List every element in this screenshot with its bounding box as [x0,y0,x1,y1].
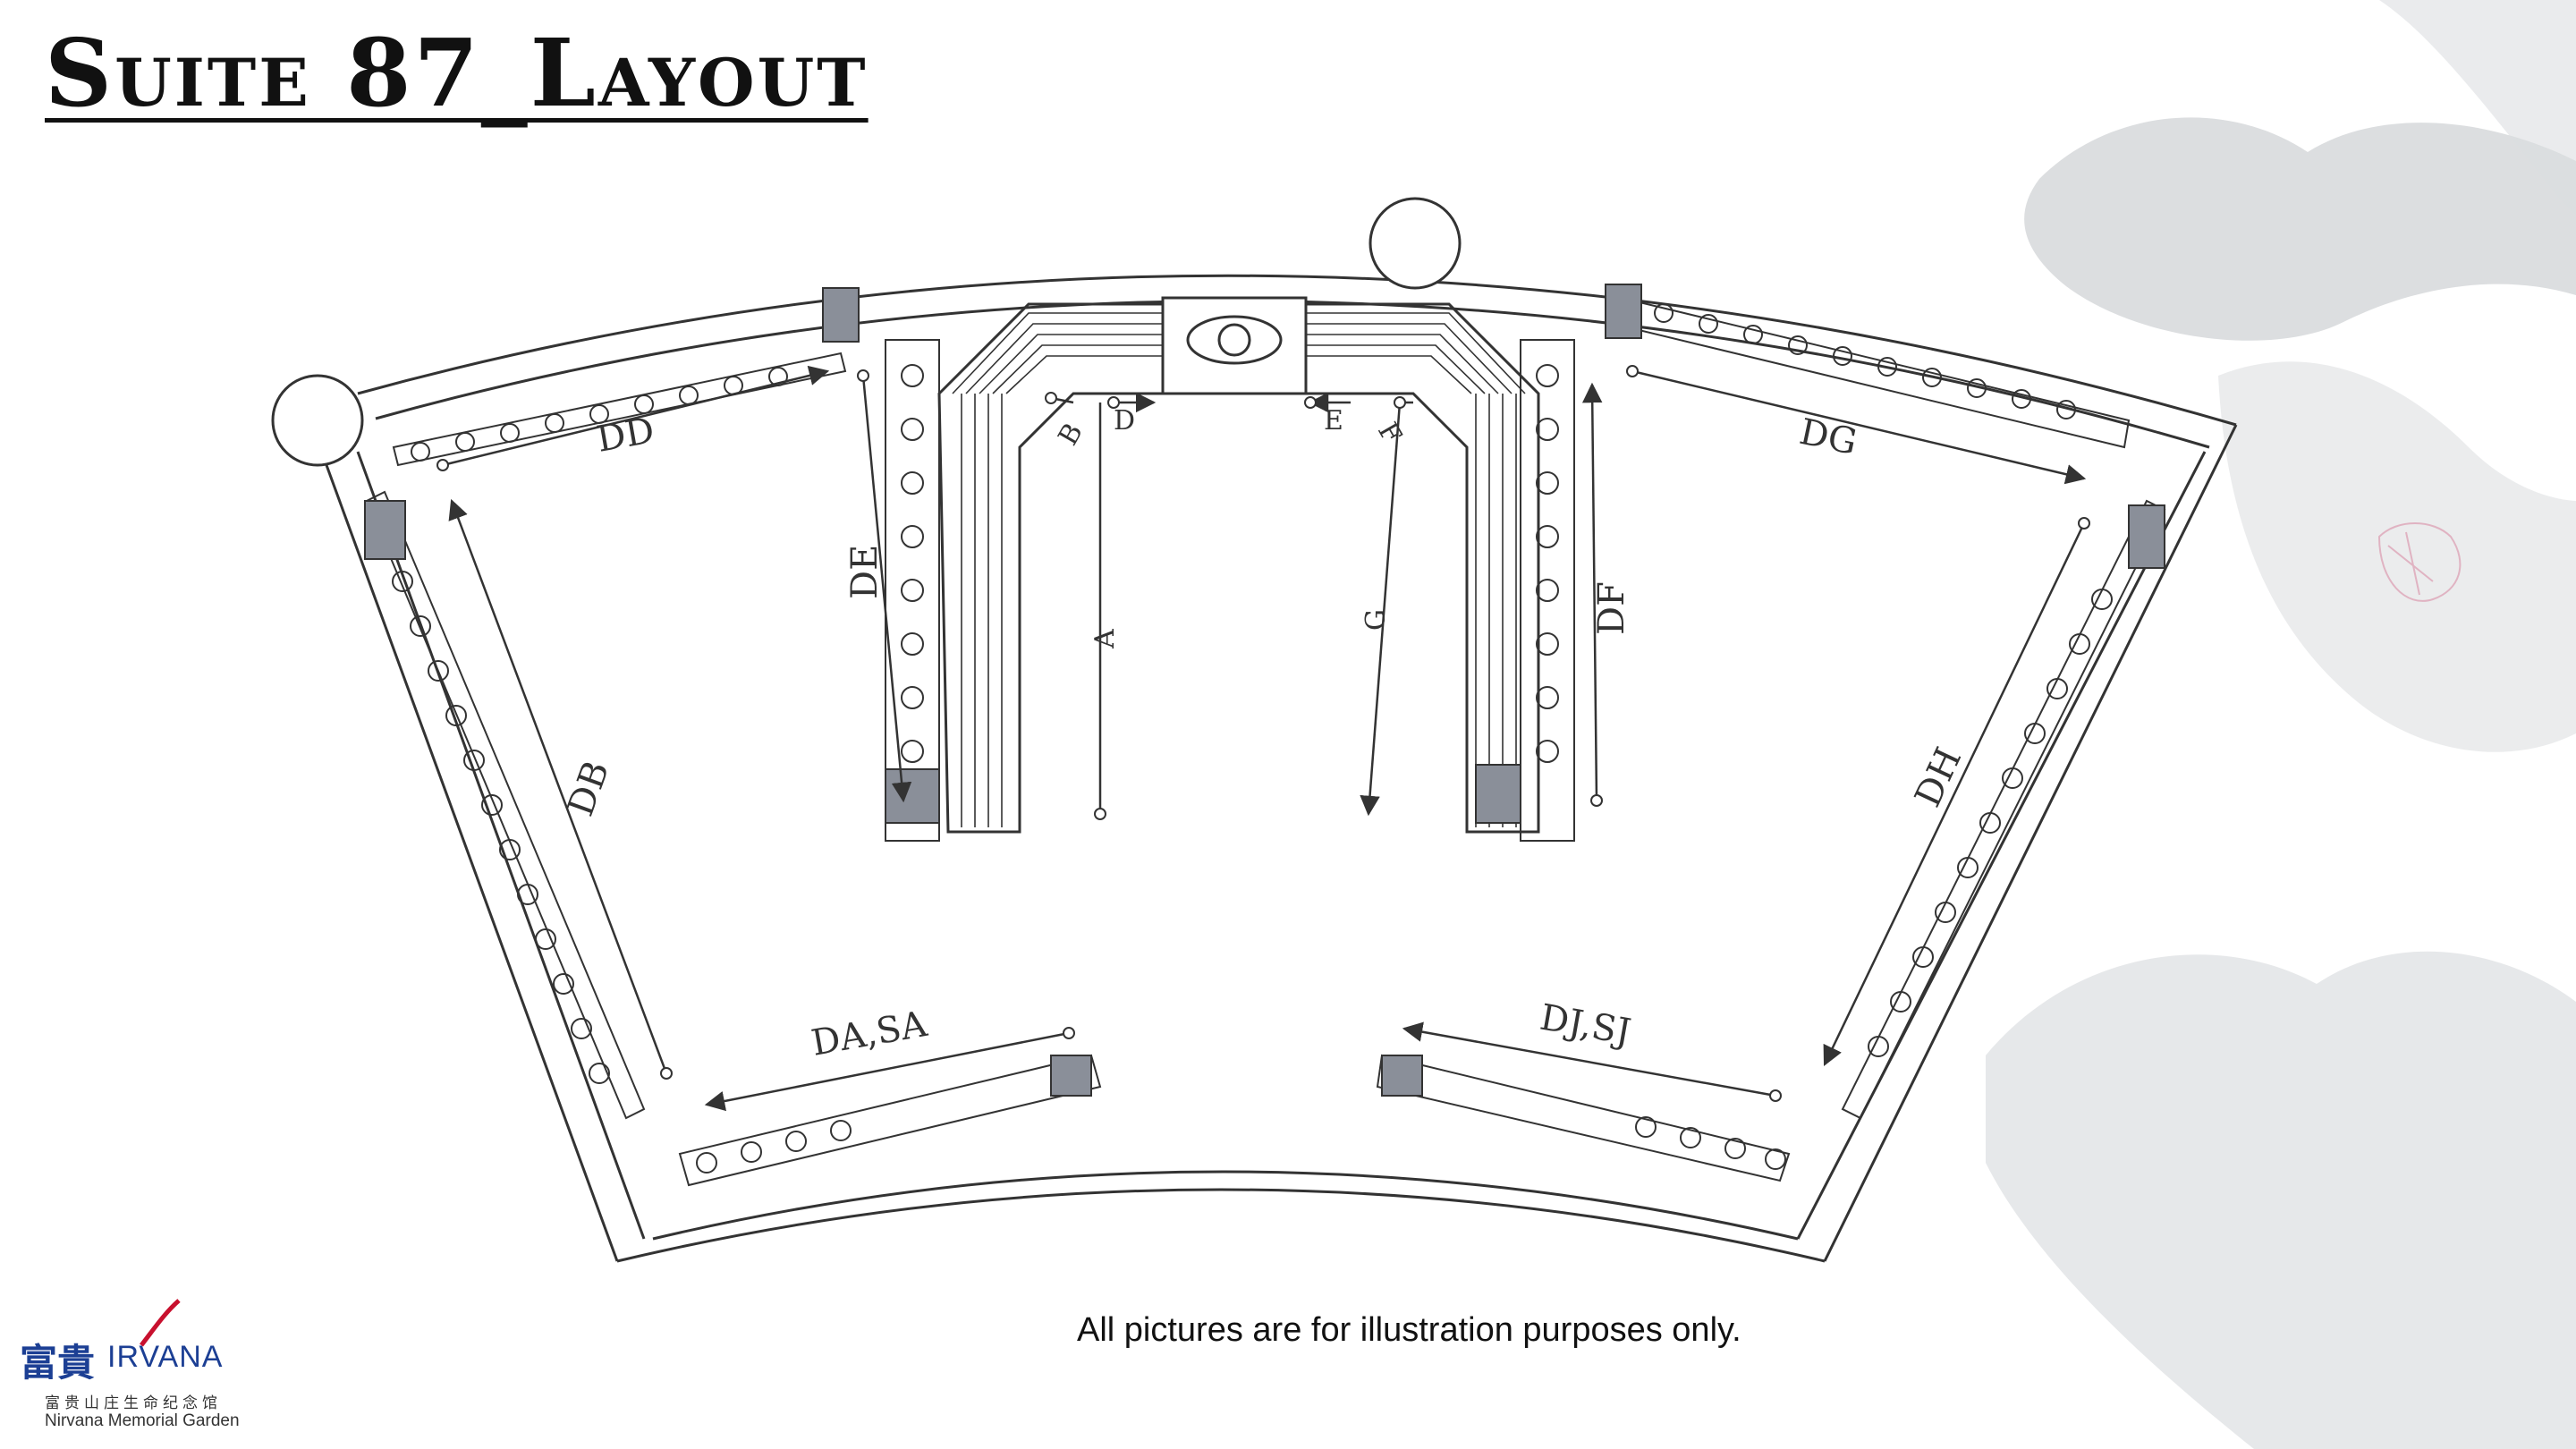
column-left [271,374,364,467]
outer-wall-right-inner [1796,451,2207,1240]
stairs-left [952,312,1163,827]
logo-chinese-name: 富貴 [20,1341,96,1385]
lotus-watermark [1986,0,2576,1449]
outer-wall-top [357,274,2237,427]
label-a: A [1089,629,1121,649]
disclaimer-text: All pictures are for illustration purpos… [1077,1311,1741,1349]
column-top [1368,197,1462,290]
direction-arrows [442,365,2087,1112]
logo-chinese-subtitle: 富贵山庄生命纪念馆 [45,1394,222,1412]
outer-wall-bottom [616,1188,1826,1263]
label-dh: DH [1907,741,1970,813]
label-f: F [1371,418,1408,450]
label-dg: DG [1796,411,1860,463]
niche-row-dh [1841,499,2166,1120]
label-dj-sj: DJ,SJ [1537,997,1633,1054]
page-title: Suite 87_Layout [45,18,869,128]
label-d: D [1114,405,1135,436]
central-feature-eye [1186,315,1283,365]
plan-labels: DD DE DB DA,SA A B D E F G DF DG DH DJ,S… [560,405,1970,1064]
label-dd: DD [594,410,657,460]
label-df: DF [1591,581,1632,635]
niche-row-dd [392,287,860,467]
inner-room-left [937,302,1165,834]
niche-row-dj-sj [1376,1054,1791,1182]
niche-row-dg [1604,284,2131,449]
logo-swoosh-icon [140,1299,181,1347]
outer-wall-left [325,464,619,1262]
label-de: DE [844,545,886,599]
inner-room-right [1304,302,1540,834]
label-g: G [1360,609,1392,631]
label-b: B [1053,418,1089,451]
outer-wall-bottom-inner [652,1170,1799,1241]
label-da-sa: DA,SA [809,1004,931,1064]
logo-english-name: IRVANA [107,1340,224,1374]
arrow-origin-dots [436,365,2090,1102]
nirvana-logo: 富貴 IRVANA 富贵山庄生命纪念馆 Nirvana Memorial Gar… [20,1297,288,1431]
stairs-right [1306,312,1526,827]
outer-wall-right [1823,424,2238,1262]
niche-row-db [364,490,646,1120]
niche-row-df [1475,339,1575,842]
central-feature [1161,296,1308,395]
niche-row-de [885,339,940,842]
logo-english-subtitle: Nirvana Memorial Garden [45,1411,240,1430]
label-e: E [1324,405,1343,436]
niche-row-da-sa [678,1054,1102,1187]
